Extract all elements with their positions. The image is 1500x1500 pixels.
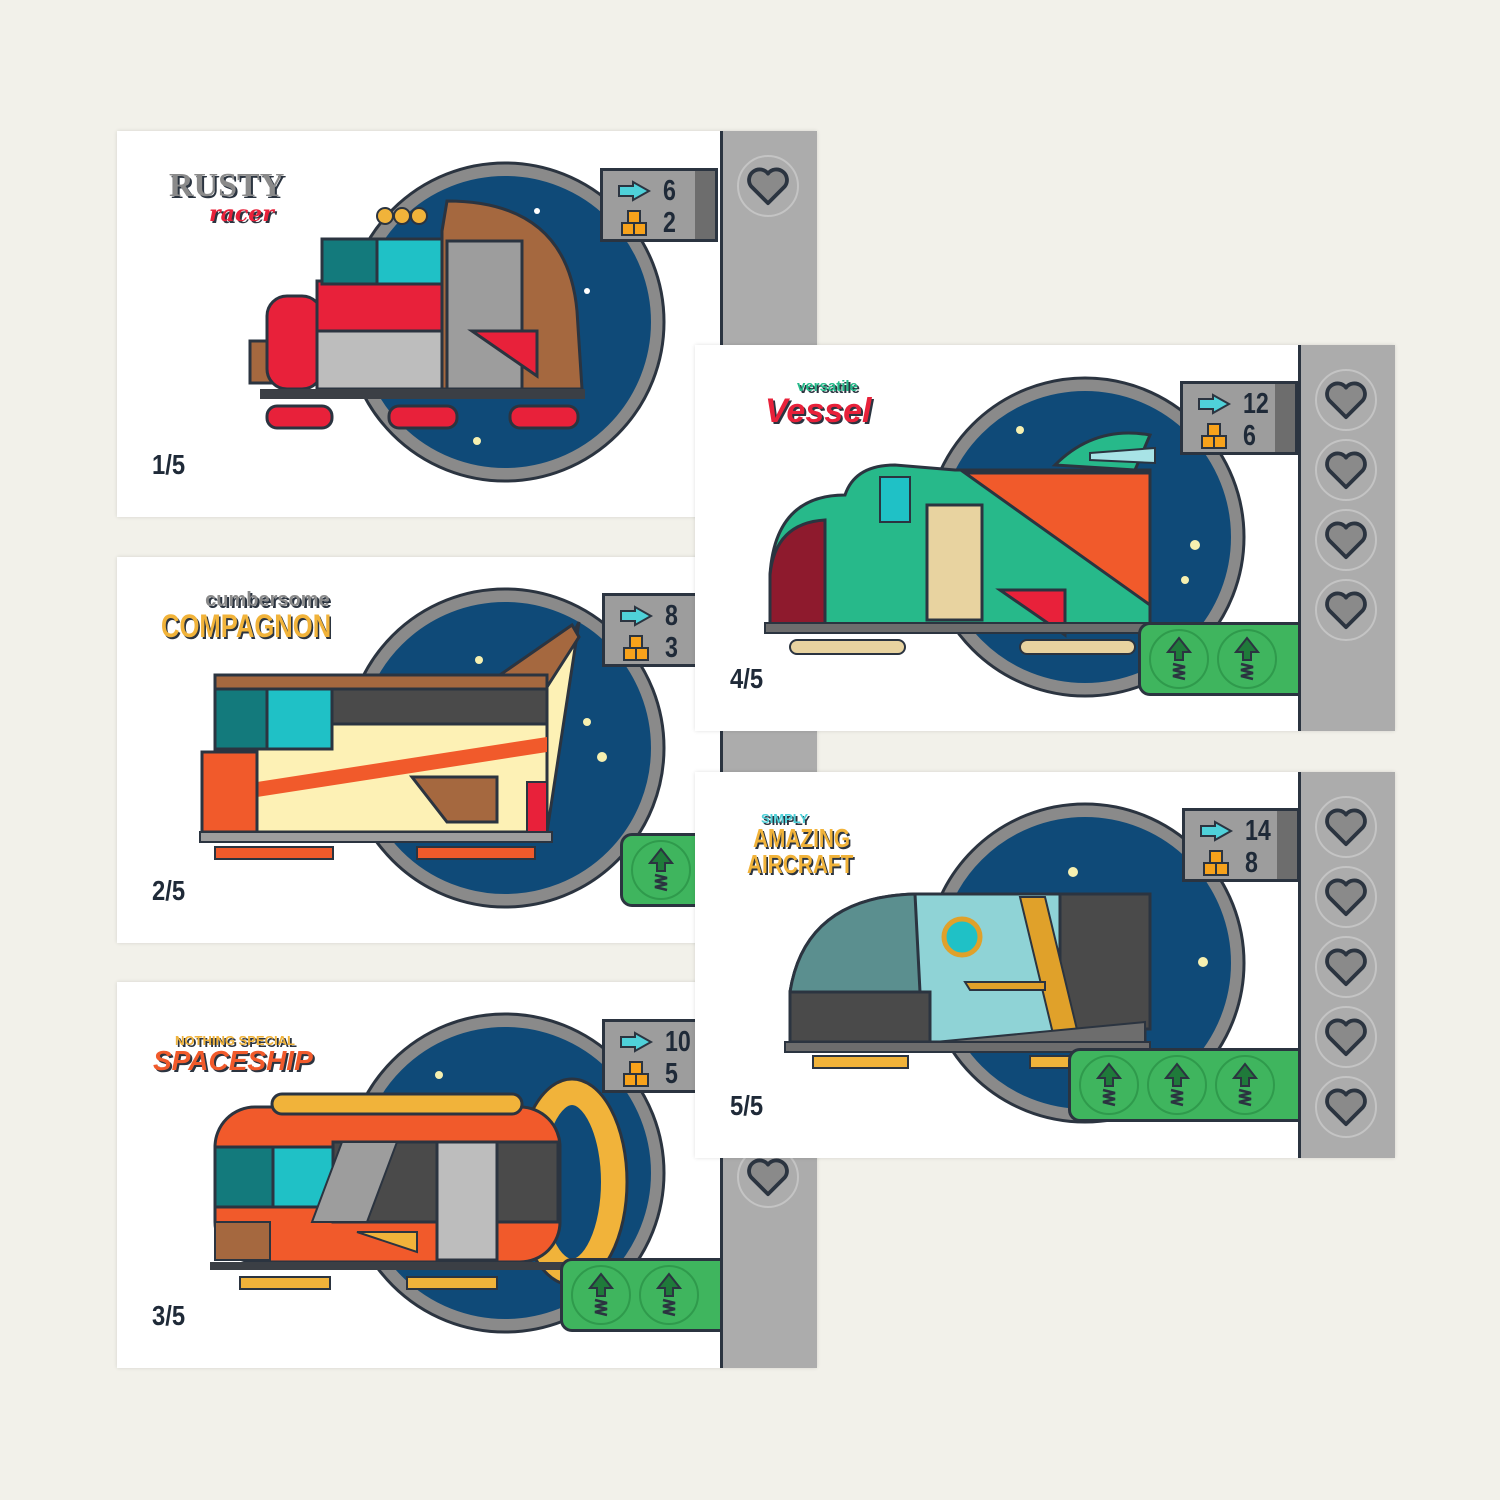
arrow-right-icon [620,1031,654,1053]
arrow-right-icon [618,180,652,202]
heart-icon[interactable] [1315,1006,1377,1068]
card-page-number: 3/5 [152,1300,186,1331]
ship-logo: cumbersome COMPAGNON [161,590,374,642]
cargo-value: 8 [1245,846,1258,879]
speed-value: 10 [665,1025,691,1058]
speed-value: 14 [1245,814,1271,847]
spring-arrow-up-icon [1079,1055,1139,1115]
cargo-value: 2 [663,206,676,239]
card-page-number: 2/5 [152,875,186,906]
card-page-number: 4/5 [730,663,764,694]
ship-illustration [210,1012,666,1334]
ship-illustration [248,161,666,483]
heart-icon[interactable] [1315,936,1377,998]
heart-icon[interactable] [1315,866,1377,928]
spring-arrow-up-icon [631,840,691,900]
upgrade-bar [1068,1048,1298,1122]
heart-icon[interactable] [1315,796,1377,858]
card-page-number: 1/5 [152,449,186,480]
ship-stats: 14 8 [1182,808,1300,882]
card-page-number: 5/5 [730,1090,764,1121]
upgrade-bar [1138,622,1298,696]
spring-arrow-up-icon [1147,1055,1207,1115]
spring-arrow-up-icon [1149,629,1209,689]
logo-subtitle: COMPAGNON [161,608,332,644]
crates-icon [1201,423,1227,449]
upgrade-bar [560,1258,720,1332]
arrow-right-icon [1198,393,1232,415]
logo-subtitle: Vessel [765,392,872,430]
logo-title: versatile [797,378,858,395]
heart-icon[interactable] [737,155,799,217]
ship-illustration [784,802,1246,1124]
heart-icon[interactable] [1315,509,1377,571]
arrow-right-icon [1200,820,1234,842]
cargo-value: 6 [1243,419,1256,452]
ship-stats: 12 6 [1180,381,1298,455]
logo-title: NOTHING SPECIAL [175,1033,295,1048]
cargo-value: 3 [665,631,678,664]
arrow-right-icon [620,605,654,627]
ship-card-versatile-vessel[interactable]: versatile Vessel 12 6 4/5 [695,345,1395,731]
logo-subtitle: AMAZING [753,823,851,853]
crates-icon [623,1061,649,1087]
ship-card-rusty-racer[interactable]: RUSTY racer 6 2 1/5 [117,131,817,517]
spring-arrow-up-icon [1217,629,1277,689]
heart-icon[interactable] [1315,1076,1377,1138]
logo-subtitle-2: AIRCRAFT [747,849,854,879]
speed-value: 6 [663,174,676,207]
speed-value: 8 [665,599,678,632]
crates-icon [623,635,649,661]
ship-logo: NOTHING SPECIAL SPACESHIP [153,1034,313,1075]
cargo-value: 5 [665,1057,678,1090]
health-strip [1298,772,1395,1158]
logo-subtitle: SPACESHIP [153,1045,313,1076]
ship-illustration [764,376,1246,698]
heart-icon[interactable] [1315,579,1377,641]
spring-arrow-up-icon [571,1265,631,1325]
ship-card-simply-amazing-aircraft[interactable]: SIMPLY AMAZING AIRCRAFT 14 8 5/5 [695,772,1395,1158]
heart-icon[interactable] [1315,439,1377,501]
logo-title: RUSTY [169,167,285,204]
heart-icon[interactable] [1315,369,1377,431]
health-strip [1298,345,1395,731]
crates-icon [1203,850,1229,876]
ship-illustration [199,587,666,909]
logo-title: SIMPLY [761,811,809,826]
logo-subtitle: racer [209,201,274,227]
ship-stats: 6 2 [600,168,718,242]
spring-arrow-up-icon [639,1265,699,1325]
ship-logo: SIMPLY AMAZING AIRCRAFT [737,812,880,877]
spring-arrow-up-icon [1215,1055,1275,1115]
ship-logo: versatile Vessel [745,379,872,428]
crates-icon [621,210,647,236]
logo-title: cumbersome [205,589,330,611]
speed-value: 12 [1243,387,1269,420]
ship-logo: RUSTY racer [169,167,285,227]
